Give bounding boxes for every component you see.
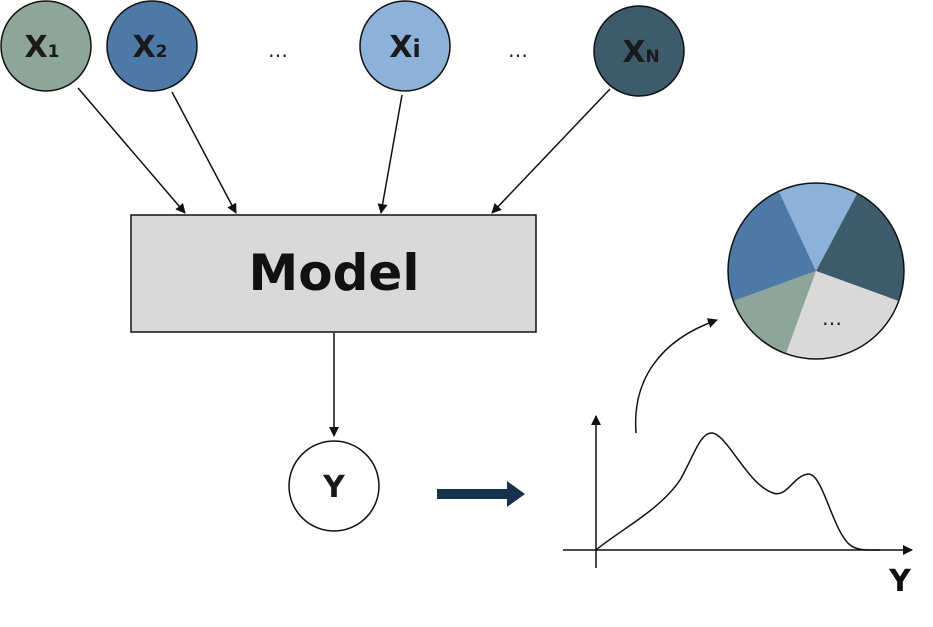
transform-arrow <box>437 481 525 507</box>
svg-text:X2: X2 <box>133 30 168 65</box>
pie-slice <box>785 271 899 360</box>
inputs-ellipsis-2: … <box>508 38 528 62</box>
transform-arrow-head <box>507 481 525 507</box>
pie-slices <box>728 183 904 360</box>
pie-outline <box>727 182 905 360</box>
transform-arrow-shaft <box>437 489 509 499</box>
pie-slice <box>728 191 816 302</box>
input-label: X <box>389 30 412 65</box>
model-label: Model <box>249 244 420 302</box>
output-circle <box>288 440 380 532</box>
pie-link-arrow <box>634 318 718 434</box>
input-node-x1: X1 <box>0 0 92 92</box>
density-curve <box>595 432 881 551</box>
model-box: Model <box>130 214 537 333</box>
input-label: X <box>25 30 48 65</box>
input-label: X <box>622 35 645 70</box>
input-node-x2: X2 <box>106 0 198 92</box>
model-rect <box>130 214 537 333</box>
pie-slice <box>778 183 858 271</box>
input-arrow-x2 <box>171 91 237 214</box>
input-subscript: i <box>412 35 420 63</box>
pie-chart: … <box>727 182 905 360</box>
input-node-xn: XN <box>593 5 685 97</box>
inputs-ellipsis-1: … <box>268 38 288 62</box>
output-label: Y <box>322 470 346 505</box>
input-subscript: 1 <box>48 42 60 62</box>
input-subscript: 2 <box>156 42 168 62</box>
input-node-xi: Xi <box>359 0 451 92</box>
distribution-plot: Y <box>563 415 913 599</box>
plot-xlabel: Y <box>888 564 912 599</box>
output-node-y: Y <box>288 440 380 532</box>
input-circle <box>359 0 451 92</box>
svg-text:X1: X1 <box>25 30 60 65</box>
svg-text:Xi: Xi <box>389 30 420 65</box>
input-circle <box>0 0 92 92</box>
input-arrow-xi <box>377 94 403 214</box>
input-circle <box>106 0 198 92</box>
input-arrow-xn <box>491 88 611 214</box>
svg-text:XN: XN <box>622 35 659 70</box>
input-subscript: N <box>645 47 659 67</box>
pie-ellipsis: … <box>822 306 842 330</box>
input-circle <box>593 5 685 97</box>
input-label: X <box>133 30 156 65</box>
input-arrow-x1 <box>77 87 186 214</box>
pie-slice <box>816 193 904 302</box>
